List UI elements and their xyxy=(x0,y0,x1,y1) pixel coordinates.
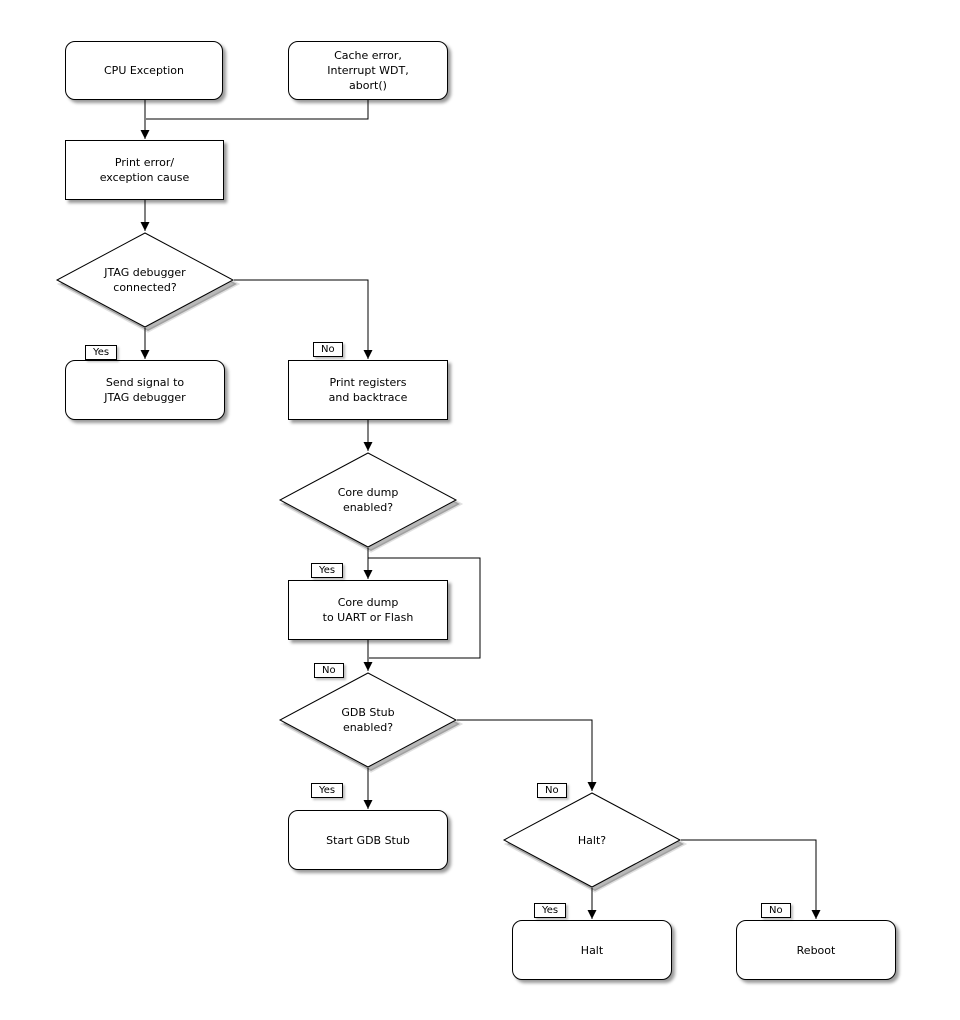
branch-label-halt-no: No xyxy=(761,903,791,918)
node-halt-label: Halt xyxy=(580,943,604,957)
branch-label-jtag-no: No xyxy=(313,342,343,357)
branch-label-gdb-no: No xyxy=(537,783,567,798)
node-core-dump-enabled-label: Core dump enabled? xyxy=(337,486,399,514)
diamond-shape xyxy=(278,452,464,553)
node-jtag-debugger-connected-label: JTAG debugger connected? xyxy=(104,266,186,294)
branch-label-core-dump-yes: Yes xyxy=(311,563,344,578)
node-print-error-cause-label: Print error/ exception cause xyxy=(99,156,190,184)
branch-label-jtag-yes: Yes xyxy=(85,345,118,360)
branch-label-core-dump-no: No xyxy=(314,663,344,678)
edge-gdb-no-to-halt-q xyxy=(457,719,597,791)
branch-label-halt-yes: Yes xyxy=(534,903,567,918)
node-send-signal-jtag: Send signal to JTAG debugger xyxy=(65,360,225,420)
node-gdb-stub-enabled-label: GDB Stub enabled? xyxy=(341,706,395,734)
node-halt: Halt xyxy=(512,920,672,980)
diamond-shape xyxy=(278,672,464,773)
edge-halt-no-to-reboot xyxy=(681,839,821,919)
diamond-shape xyxy=(55,232,241,333)
node-reboot-label: Reboot xyxy=(796,943,836,957)
branch-label-gdb-yes: Yes xyxy=(311,783,344,798)
diamond-shape xyxy=(502,792,688,893)
node-cache-error-label: Cache error, Interrupt WDT, abort() xyxy=(327,49,409,92)
node-start-gdb-stub-label: Start GDB Stub xyxy=(326,833,410,847)
edge-cache-to-print-error xyxy=(146,100,369,120)
node-gdb-stub-enabled: GDB Stub enabled? xyxy=(278,672,464,773)
node-halt-question-label: Halt? xyxy=(577,833,607,847)
node-cpu-exception: CPU Exception xyxy=(65,41,223,100)
node-print-registers-backtrace-label: Print registers and backtrace xyxy=(328,376,408,404)
node-cache-error: Cache error, Interrupt WDT, abort() xyxy=(288,41,448,100)
node-jtag-debugger-connected: JTAG debugger connected? xyxy=(55,232,241,333)
node-send-signal-jtag-label: Send signal to JTAG debugger xyxy=(104,376,186,404)
node-cpu-exception-label: CPU Exception xyxy=(104,64,184,77)
node-start-gdb-stub: Start GDB Stub xyxy=(288,810,448,870)
edge-core-dump-no-bypass xyxy=(368,557,481,659)
node-print-error-cause: Print error/ exception cause xyxy=(65,140,224,200)
edge-jtag-no-to-print-registers xyxy=(234,279,373,359)
node-core-dump-uart-flash-label: Core dump to UART or Flash xyxy=(322,596,414,624)
node-core-dump-enabled: Core dump enabled? xyxy=(278,452,464,553)
node-halt-question: Halt? xyxy=(502,792,688,893)
node-print-registers-backtrace: Print registers and backtrace xyxy=(288,360,448,420)
node-reboot: Reboot xyxy=(736,920,896,980)
node-core-dump-uart-flash: Core dump to UART or Flash xyxy=(288,580,448,640)
